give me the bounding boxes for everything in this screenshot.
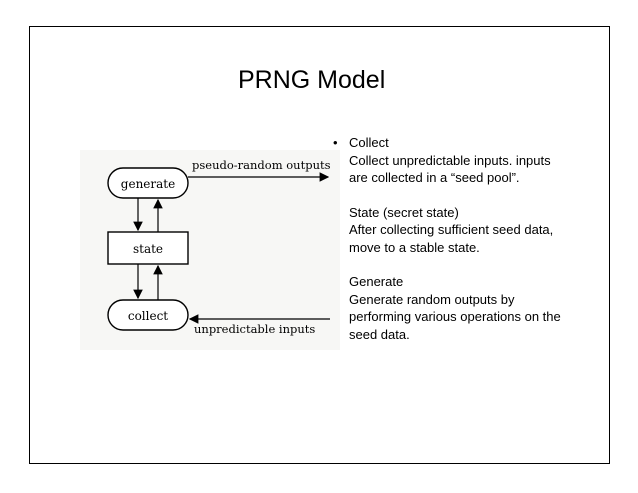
generate-box xyxy=(107,167,189,199)
inputs-label: unpredictable inputs xyxy=(194,322,315,336)
outputs-label: pseudo-random outputs xyxy=(192,158,331,172)
state-box xyxy=(107,231,189,265)
collect-heading: Collect xyxy=(349,135,389,150)
generate-heading: Generate xyxy=(349,274,404,289)
state-box-label: state xyxy=(133,242,163,256)
generate-box-label: generate xyxy=(121,177,175,191)
bullet-dot: • xyxy=(333,135,338,150)
bullet-collect: • Collect xyxy=(333,134,573,152)
collect-text: Collect unpredictable inputs. inputs are… xyxy=(349,152,551,186)
collect-box-label: collect xyxy=(128,309,168,323)
collect-box xyxy=(107,299,189,331)
state-text: After collecting sufficient seed data, m… xyxy=(349,222,554,255)
state-heading: State (secret state) xyxy=(349,204,459,220)
slide-frame xyxy=(29,26,610,464)
generate-text: Generate random outputs by performing va… xyxy=(349,291,561,342)
bullet-list: • Collect Collect unpredictable inputs. … xyxy=(333,134,573,343)
prng-diagram: generate state collect pseudo-random out… xyxy=(80,150,340,350)
slide-title: PRNG Model xyxy=(238,66,386,94)
